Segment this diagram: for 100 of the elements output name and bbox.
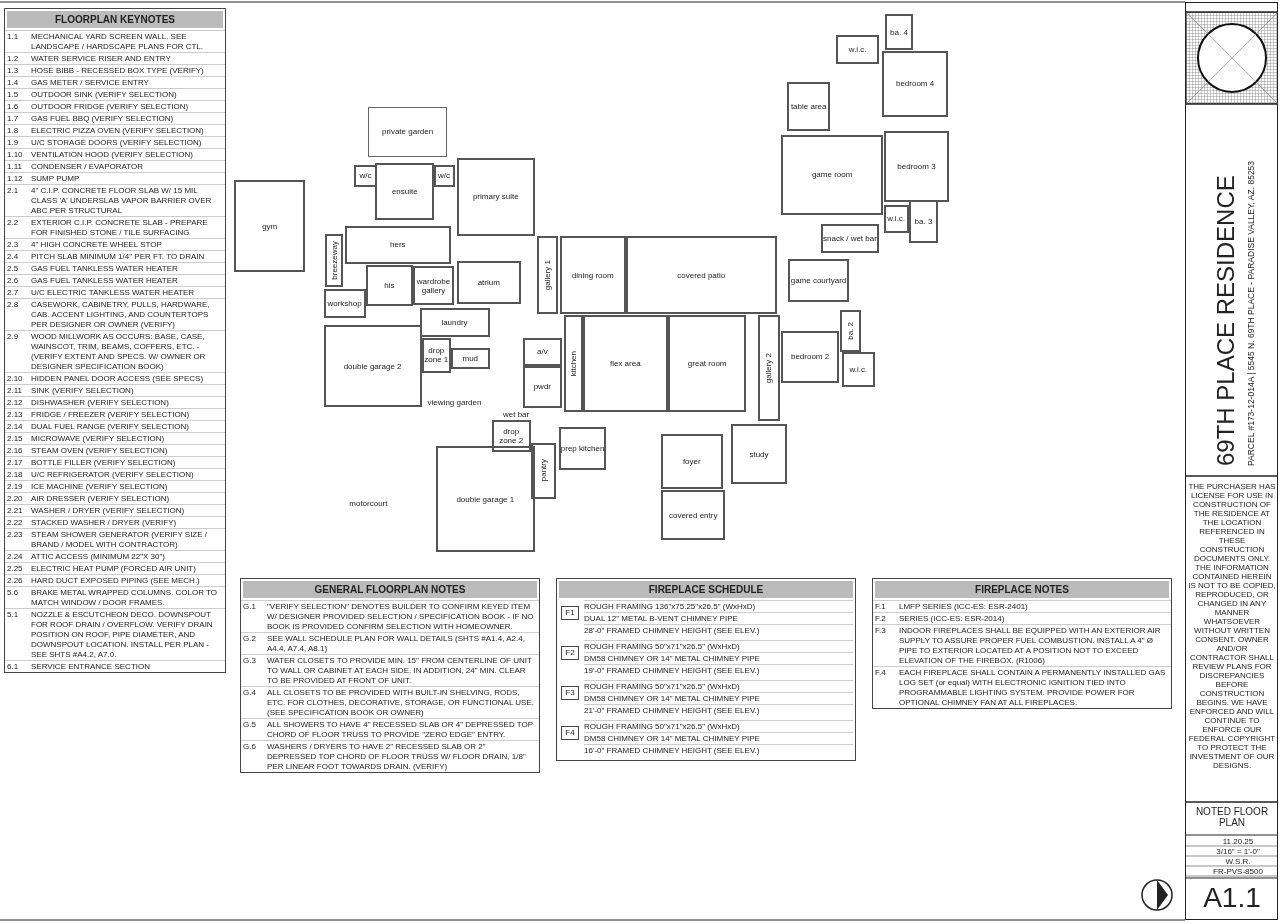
note-text: U/C REFRIGERATOR (VERIFY SELECTION) [31,469,195,480]
note-text: OUTDOOR FRIDGE (VERIFY SELECTION) [31,101,190,112]
note-number: 1.9 [6,137,20,148]
project-title: 69TH PLACE RESIDENCE [1212,175,1240,466]
room-outline [365,265,414,306]
room-label: bedroom 4 [895,79,935,89]
room-label: snack / wet bar [823,234,877,244]
room-outline [661,434,723,489]
note-number: 2.10 [6,373,24,384]
room-outline [354,164,377,187]
room-label: gallery 1 [543,260,553,291]
note-text: ELECTRIC PIZZA OVEN (VERIFY SELECTION) [31,125,205,136]
note-number: 2.20 [6,493,24,504]
room-label: kitchen [568,350,578,377]
room-label: breezeway [329,241,339,280]
room-outline [558,427,607,471]
room-label: bedroom 3 [897,162,936,172]
note-text: BOTTLE FILLER (VERIFY SELECTION) [31,457,177,468]
note-text: 4" C.I.P. CONCRETE FLOOR SLAB W/ 15 MIL CLASS 'A' UNDERSLAB VAPOR BARRIER OVER ABC PER STRUCTURAL [31,185,213,216]
schedule-line: ROUGH FRAMING 136"x75.25"x26.5" (WxHxD) [584,600,853,612]
note-text: SEE WALL SCHEDULE PLAN FOR WALL DETAILS (SHTS #A1.4, A2.4, A4.4, A7.4, A8.1) [267,633,526,654]
note-text: VENTILATION HOOD (VERIFY SELECTION) [31,149,194,160]
room-outline [787,82,831,131]
room-outline [661,490,726,541]
table-title: GENERAL FLOORPLAN NOTES [243,581,537,598]
room-label: flex area [609,358,641,368]
schedule-line: ROUGH FRAMING 50"x71"x26.5" (WxHxD) [584,640,853,652]
project-address: PARCEL #173-12-014A | 5545 N. 69TH PLACE - PARADISE VALLEY, AZ. 85253 [1246,160,1256,466]
room-label: game room [811,170,853,180]
fireplace-tag: F4 [561,726,579,740]
table-title: FLOORPLAN KEYNOTES [7,11,223,28]
room-outline [323,324,422,408]
note-text: HIDDEN PANEL DOOR ACCESS (SEE SPECS) [31,373,205,384]
note-text: INDOOR FIREPLACES SHALL BE EQUIPPED WITH AN EXTERIOR AIR SUPPLY TO ASSURE PROPER FUEL COMBUSTION. INSTALL A 4" Ø PIPE TO EXTERIOR LOCATED AT A POSITION NOT TO EXCEED ELEVATION OF THE FIREBOX. (R1006) [899,625,1162,666]
room-outline [537,236,559,315]
sheet-number: A1.1 [1202,882,1262,914]
note-text: WATER SERVICE RISER AND ENTRY [31,53,172,64]
room-outline [344,225,451,264]
note-number: 2.15 [6,433,24,444]
copyright-notice: THE PURCHASER HAS LICENSE FOR USE IN CONSTRUCTION OF THE RESIDENCE AT THE LOCATION REFERENCED IN THESE CONSTRUCTION DOCUMENTS ONLY. THE INFORMATION CONTAINED HEREIN IS NOT TO BE COPIED, REPRODUCED, OR CHANGED IN ANY MANNER WHATSOEVER WITHOUT WRITTEN CONSENT. OWNER AND/OR CONTRACTOR SHALL REVIEW PLANS FOR DISCREPANCIES BEFORE CONSTRUCTION BEGINS. WE HAVE ENFORCED AND WILL CONTINUE TO ENFORCE OUR FEDERAL COPYRIGHT TO PROTECT THE INVESTMENT OF OUR DESIGNS. [1188,482,1276,770]
room-label: prep kitchen [560,444,605,454]
schedule-line: DM58 CHIMNEY OR 14" METAL CHIMNEY PIPE [584,692,853,704]
note-number: G.2 [242,633,257,645]
room-outline [757,315,780,422]
schedule-line: 21'-0" FRAMED CHIMNEY HEIGHT (SEE ELEV.) [584,704,853,716]
note-number: 1.1 [6,31,20,43]
note-text: GAS METER / SERVICE ENTRY [31,77,150,88]
room-outline [325,233,344,288]
room-outline [368,106,447,157]
note-number: F.3 [874,625,887,637]
room-label: dining room [571,270,614,280]
room-outline [491,420,531,453]
note-number: 2.12 [6,397,24,408]
note-number: 2.4 [6,251,20,262]
note-number: 1.11 [6,161,23,172]
note-number: 1.7 [6,113,20,124]
note-number: 1.6 [6,101,20,112]
room-label: ba. 2 [845,321,855,340]
room-label: covered patio [677,270,726,280]
note-number: 1.2 [6,53,20,64]
note-text: HOSE BIBB - RECESSED BOX TYPE (VERIFY) [31,65,205,76]
room-label: a/v [537,347,548,356]
room-label: double garage 2 [343,361,402,371]
note-number: 1.5 [6,89,20,100]
room-label: table area [790,102,827,111]
room-label: his [384,281,395,291]
room-label: pwdr [533,382,551,391]
room-label: w.i.c. [849,364,868,374]
title-block-value: 3/16" = 1'-0" [1215,847,1261,856]
room-label: drop zone 2 [498,427,525,446]
note-text: HARD DUCT EXPOSED PIPING (SEE MECH.) [31,575,201,586]
note-text: U/C STORAGE DOORS (VERIFY SELECTION) [31,137,203,148]
note-text: GAS FUEL TANKLESS WATER HEATER [31,275,179,286]
room-label: foyer [682,456,701,466]
note-number: 2.1 [6,185,20,197]
schedule-line: DM58 CHIMNEY OR 14" METAL CHIMNEY PIPE [584,732,853,744]
room-label: primary suite [472,192,519,202]
note-number: G.4 [242,687,257,699]
note-text: SUMP PUMP [31,173,81,184]
room-label: w.i.c. [848,45,867,55]
note-text: OUTDOOR SINK (VERIFY SELECTION) [31,89,178,100]
room-label: pantry [538,459,548,482]
room-outline [668,315,747,412]
room-label: study [749,449,769,459]
note-text: ICE MACHINE (VERIFY SELECTION) [31,481,169,492]
note-number: F.1 [874,601,887,612]
note-number: 1.8 [6,125,20,136]
note-number: 1.3 [6,65,20,76]
note-text: BRAKE METAL WRAPPED COLUMNS. COLOR TO MATCH WINDOW / DOOR FRAMES. [31,587,218,608]
room-outline [781,134,883,215]
room-label: gym [262,221,278,231]
room-outline [820,224,880,254]
note-text: WOOD MILLWORK AS OCCURS: BASE, CASE, WAINSCOT, TRIM, BEAMS, COFFERS, ETC. - (VERIFY EXTENT AND SPECS. W/ OWNER OR DESIGNER SPECIFICATION BOOK) [31,331,207,372]
note-number: 2.8 [6,299,20,311]
note-text: PITCH SLAB MINIMUM 1/4" PER FT. TO DRAIN [31,251,206,262]
room-outline [433,164,455,187]
room-outline [323,288,366,318]
note-text: ELECTRIC HEAT PUMP (FORCED AIR UNIT) [31,563,197,574]
note-number: 2.19 [6,481,24,492]
note-number: 1.10 [6,149,24,160]
